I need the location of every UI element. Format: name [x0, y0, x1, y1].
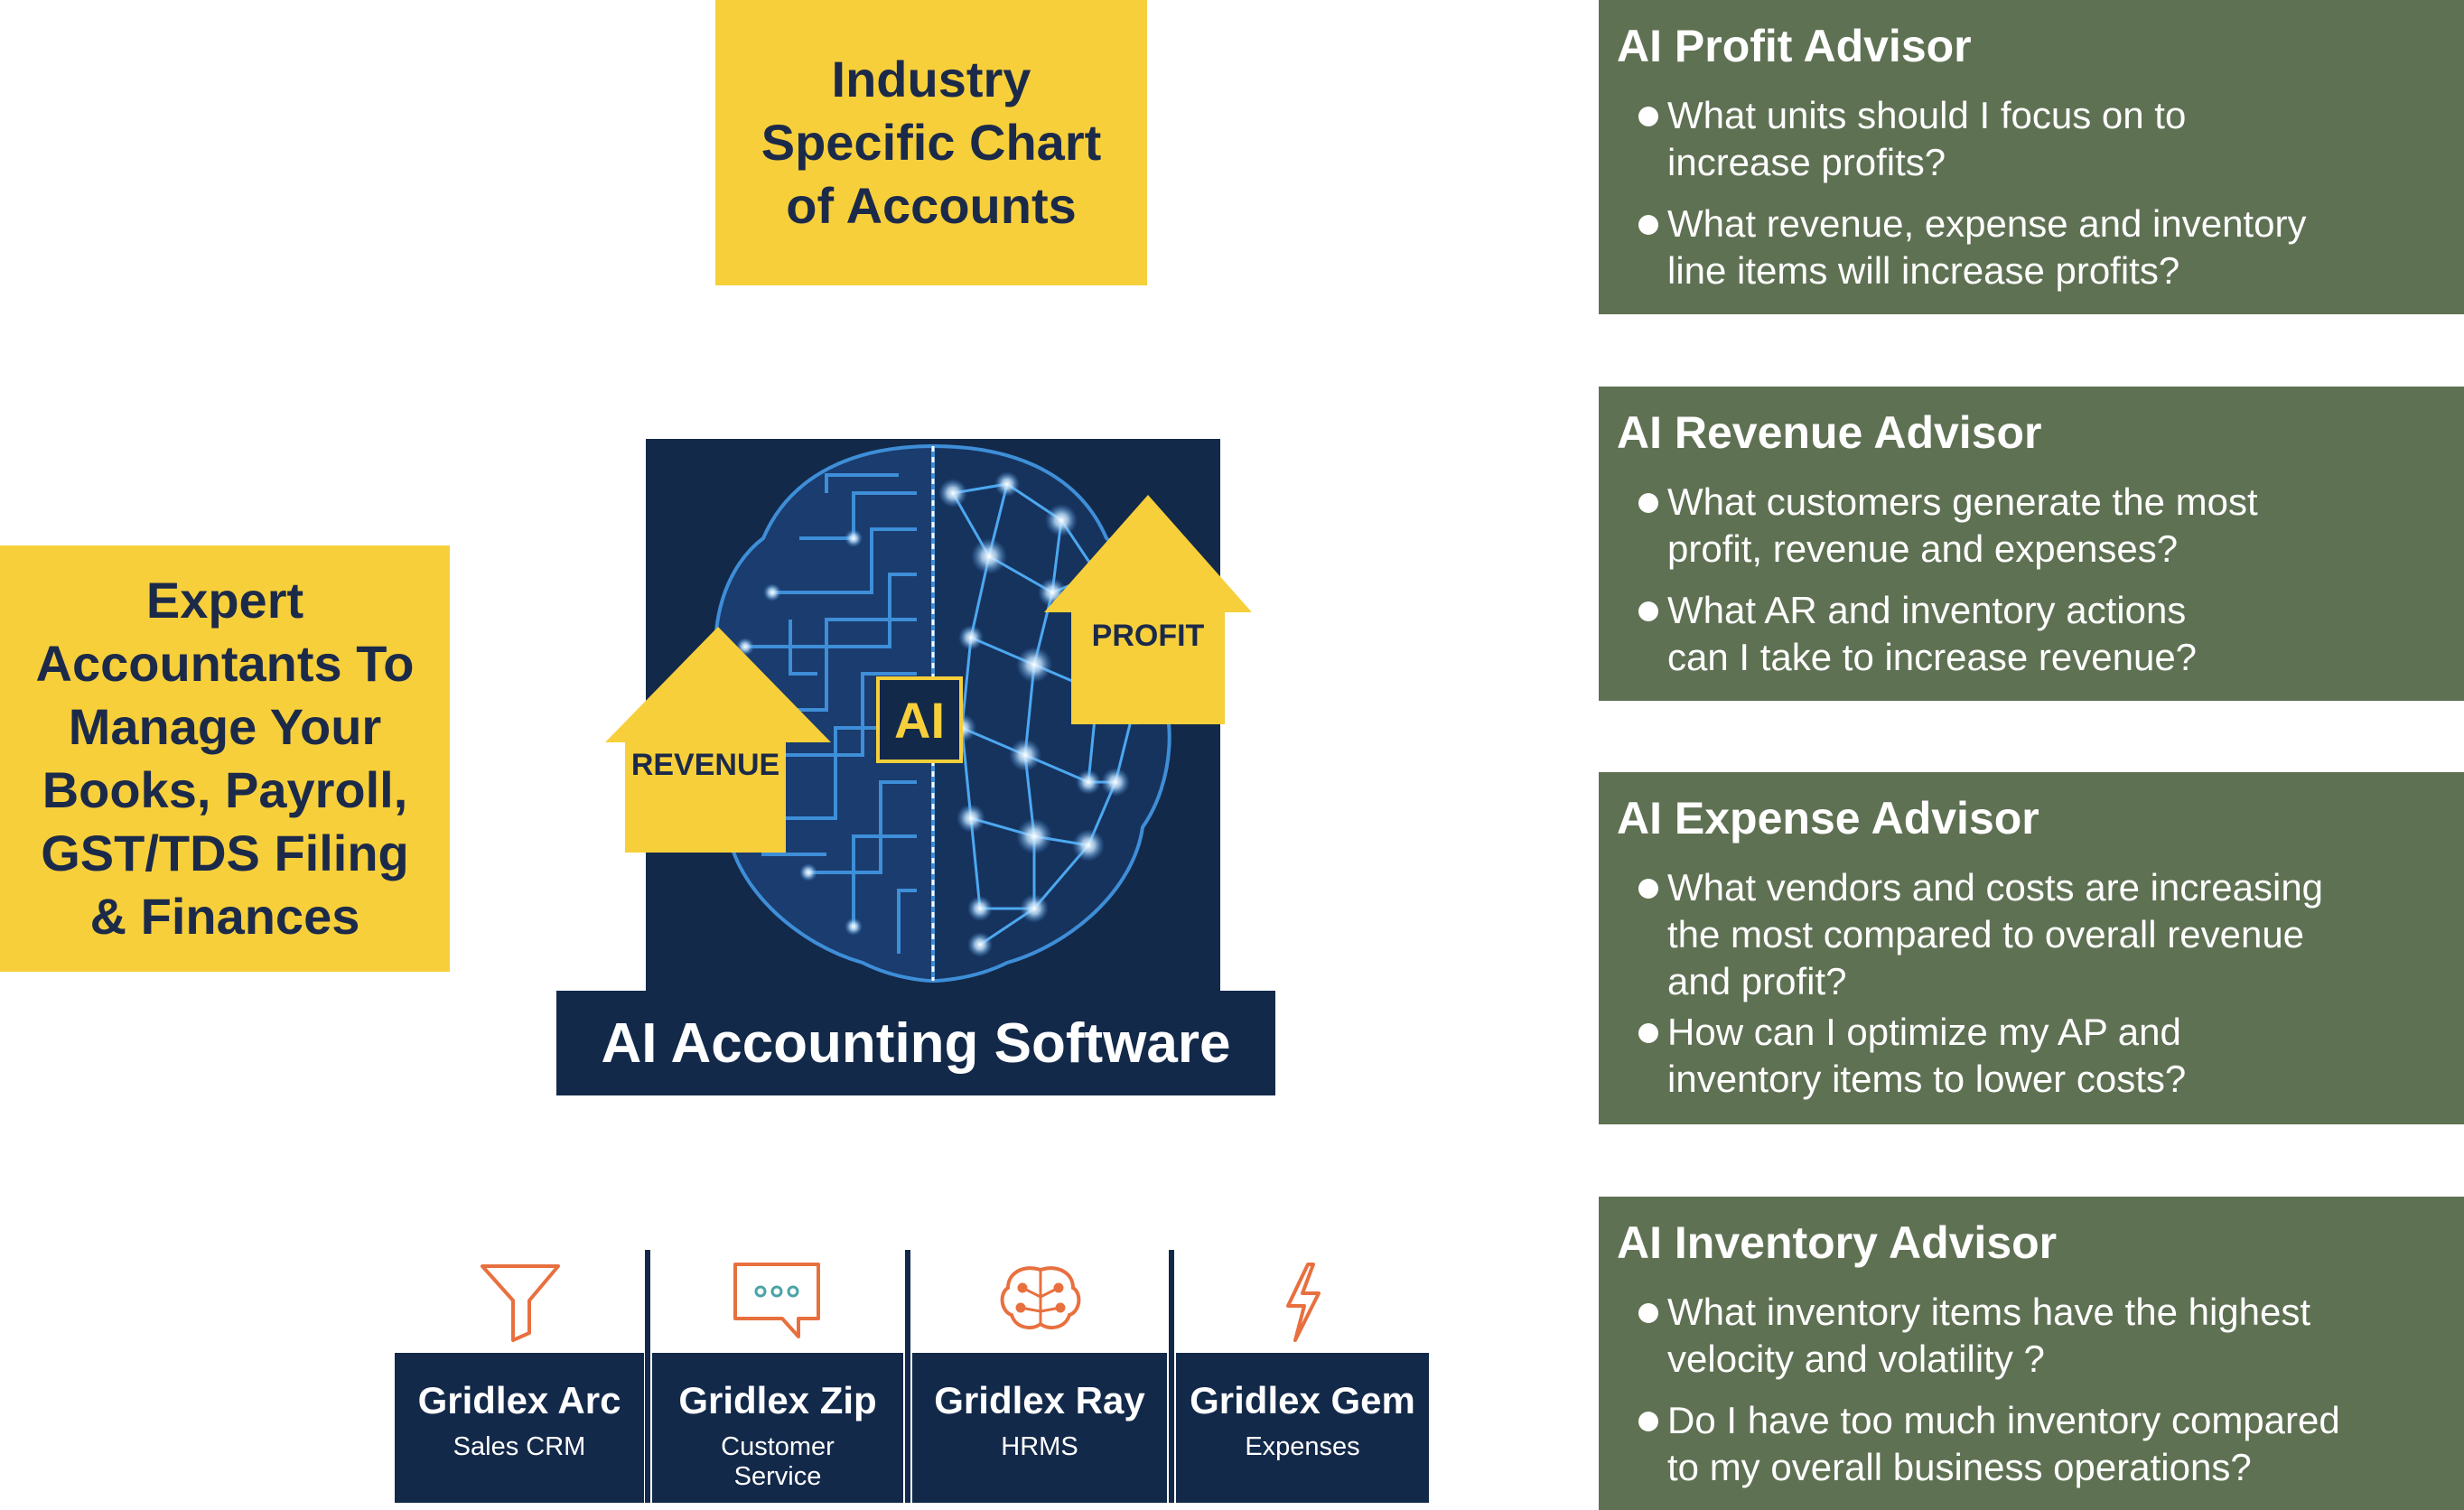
- bullet-icon: [1638, 601, 1658, 621]
- question-line: profit, revenue and expenses?: [1667, 527, 2179, 570]
- product-description: Customer Service: [652, 1432, 903, 1492]
- lightning-icon: [1286, 1263, 1321, 1342]
- bullet-icon: [1638, 1412, 1658, 1431]
- question-line: inventory items to lower costs?: [1667, 1058, 2187, 1100]
- industry-chart-of-accounts-box: Industry Specific Chart of Accounts: [715, 0, 1147, 285]
- question-line: What customers generate the most: [1667, 480, 2258, 523]
- product-gridlex-ray: Gridlex Ray HRMS: [912, 1353, 1167, 1503]
- question-line: velocity and volatility ?: [1667, 1338, 2045, 1380]
- question-line: increase profits?: [1667, 141, 1946, 183]
- bullet-icon: [1638, 493, 1658, 513]
- profit-label: PROFIT: [1091, 619, 1205, 653]
- advisor-title: AI Inventory Advisor: [1617, 1217, 2058, 1268]
- product-description: Sales CRM: [453, 1432, 586, 1461]
- advisor-question: How can I optimize my AP and inventory i…: [1617, 1009, 2446, 1103]
- question-line: How can I optimize my AP and: [1667, 1011, 2181, 1053]
- advisor-question: What AR and inventory actions can I take…: [1617, 587, 2446, 681]
- brain-icon: [1000, 1266, 1081, 1330]
- experts-line: Accountants To: [35, 635, 415, 692]
- advisor-question: What units should I focus on to increase…: [1617, 92, 2446, 186]
- revenue-label: REVENUE: [630, 748, 780, 782]
- industry-line: Industry: [831, 51, 1031, 107]
- experts-line: Manage Your: [68, 698, 382, 755]
- question-line: to my overall business operations?: [1667, 1446, 2252, 1488]
- product-gridlex-zip: Gridlex Zip Customer Service: [652, 1353, 903, 1503]
- question-line: line items will increase profits?: [1667, 249, 2180, 292]
- expert-accountants-box: Expert Accountants To Manage Your Books,…: [0, 545, 450, 972]
- question-line: can I take to increase revenue?: [1667, 636, 2198, 678]
- question-line: What revenue, expense and inventory: [1667, 202, 2307, 245]
- product-description: Expenses: [1245, 1432, 1360, 1461]
- advisor-question: What revenue, expense and inventory line…: [1617, 200, 2446, 294]
- product-description-line: Service: [733, 1462, 822, 1491]
- bullet-icon: [1638, 107, 1658, 126]
- bullet-icon: [1638, 1303, 1658, 1323]
- advisor-title: AI Revenue Advisor: [1617, 407, 2042, 458]
- revenue-arrow-body: [625, 741, 786, 853]
- product-gridlex-gem: Gridlex Gem Expenses: [1176, 1353, 1429, 1503]
- chat-bubble-icon: [733, 1263, 820, 1338]
- ai-expense-advisor-box: AI Expense Advisor What vendors and cost…: [1599, 772, 2464, 1124]
- question-line: Do I have too much inventory compared: [1667, 1399, 2340, 1441]
- ai-accounting-software-title: AI Accounting Software: [556, 991, 1275, 1095]
- industry-line: of Accounts: [786, 177, 1077, 234]
- bullet-icon: [1638, 879, 1658, 899]
- question-line: What AR and inventory actions: [1667, 589, 2187, 631]
- profit-arrow: [1044, 495, 1252, 724]
- product-name: Gridlex Ray: [934, 1379, 1145, 1421]
- ai-revenue-advisor-box: AI Revenue Advisor What customers genera…: [1599, 387, 2464, 701]
- profit-arrow-shape: [1044, 495, 1252, 724]
- advisor-question: Do I have too much inventory compared to…: [1617, 1397, 2446, 1491]
- question-line: What inventory items have the highest: [1667, 1291, 2311, 1333]
- question-line: the most compared to overall revenue: [1667, 913, 2305, 955]
- funnel-icon: [481, 1264, 560, 1342]
- product-name: Gridlex Arc: [417, 1379, 621, 1421]
- experts-line: Books, Payroll,: [42, 761, 408, 818]
- advisor-question: What inventory items have the highest ve…: [1617, 1289, 2446, 1383]
- industry-line: Specific Chart: [761, 114, 1102, 171]
- question-line: What vendors and costs are increasing: [1667, 866, 2324, 909]
- product-divider: [905, 1250, 910, 1503]
- ai-badge: AI: [876, 676, 963, 763]
- revenue-arrow-head: [605, 627, 831, 742]
- product-gridlex-arc: Gridlex Arc Sales CRM: [395, 1353, 644, 1503]
- ai-inventory-advisor-box: AI Inventory Advisor What inventory item…: [1599, 1197, 2464, 1510]
- experts-line: & Finances: [89, 888, 360, 945]
- product-divider: [645, 1250, 650, 1503]
- product-name: Gridlex Gem: [1190, 1379, 1415, 1421]
- experts-line: Expert: [145, 572, 304, 629]
- product-description-line: Customer: [721, 1432, 835, 1461]
- question-line: What units should I focus on to: [1667, 94, 2187, 136]
- experts-line: GST/TDS Filing: [41, 825, 409, 881]
- bullet-icon: [1638, 215, 1658, 235]
- advisor-question: What vendors and costs are increasing th…: [1617, 864, 2446, 1005]
- product-divider: [1169, 1250, 1174, 1503]
- bullet-icon: [1638, 1023, 1658, 1043]
- ai-profit-advisor-box: AI Profit Advisor What units should I fo…: [1599, 0, 2464, 314]
- product-description: HRMS: [1001, 1432, 1078, 1461]
- advisor-title: AI Expense Advisor: [1617, 793, 2039, 844]
- question-line: and profit?: [1667, 960, 1847, 1002]
- product-name: Gridlex Zip: [678, 1379, 877, 1421]
- advisor-question: What customers generate the most profit,…: [1617, 479, 2446, 573]
- advisor-title: AI Profit Advisor: [1617, 21, 1972, 71]
